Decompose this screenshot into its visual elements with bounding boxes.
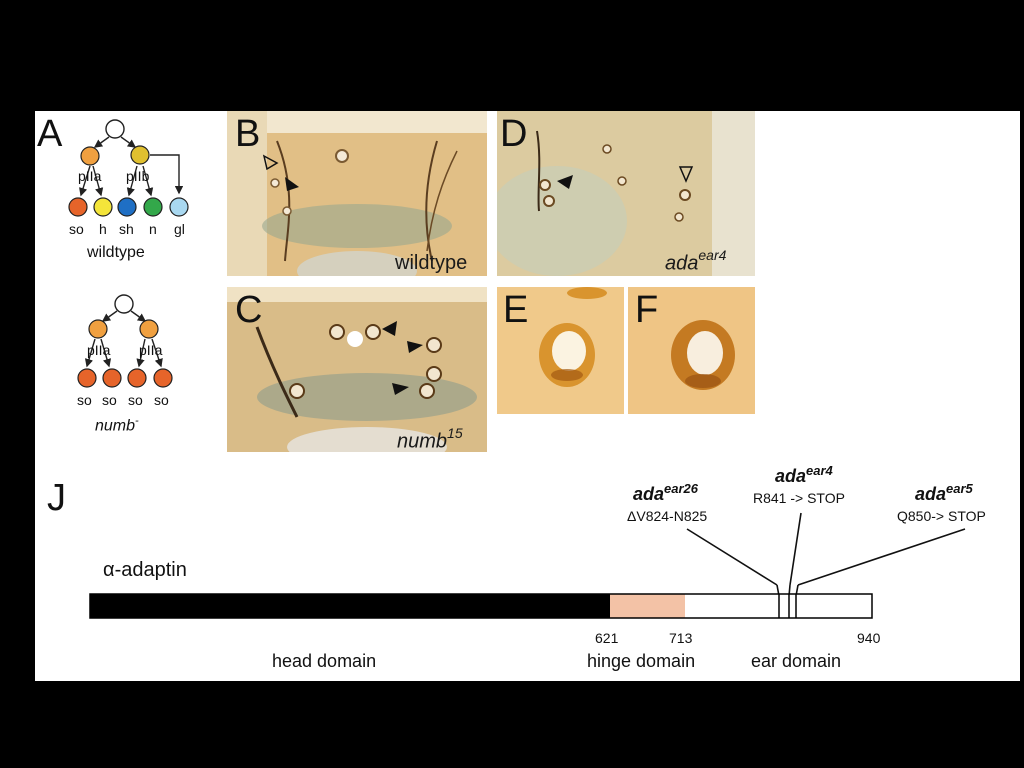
photo-panel-e — [497, 287, 624, 414]
gl-label: gl — [174, 221, 185, 237]
piib-cell — [130, 145, 150, 165]
numb-so-cell-2 — [102, 368, 122, 388]
panel-letter-e: E — [503, 289, 529, 331]
photo-panel-c: numb15 — [227, 287, 487, 452]
panel-c-label: numb15 — [397, 425, 463, 452]
numb-so-cell-4 — [153, 368, 173, 388]
domain-map — [89, 512, 966, 619]
panel-letter-d: D — [500, 113, 528, 155]
so-cell — [68, 197, 88, 217]
numb-so-label-3: so — [128, 392, 143, 408]
numb-piia-label-2: pIIa — [139, 342, 163, 358]
hinge-domain-label: hinge domain — [587, 651, 696, 671]
mutation-ear4-title: adaear4 — [775, 463, 833, 486]
figure: A — [35, 111, 1020, 681]
head-domain-bar — [90, 594, 610, 618]
wildtype-lineage — [68, 119, 189, 217]
gl-cell — [169, 197, 189, 217]
root-cell — [105, 119, 125, 139]
mutation-ear5-desc: Q850-> STOP — [897, 508, 986, 524]
position-621: 621 — [595, 630, 619, 646]
position-713: 713 — [669, 630, 693, 646]
numb-so-cell-1 — [77, 368, 97, 388]
wildtype-caption: wildtype — [87, 244, 145, 261]
panel-letter-f: F — [635, 289, 659, 331]
numb-so-cell-3 — [127, 368, 147, 388]
panel-d-label: adaear4 — [665, 247, 727, 275]
numb-so-label-1: so — [77, 392, 92, 408]
h-label: h — [99, 221, 107, 237]
protein-outline — [89, 593, 873, 619]
panel-letter-a: A — [37, 113, 63, 155]
numb-caption: numb- — [95, 415, 139, 435]
head-domain-label: head domain — [272, 651, 377, 671]
photo-panel-b: wildtype — [227, 111, 487, 276]
hinge-domain-bar — [610, 594, 685, 618]
photo-panel-d: adaear4 — [497, 111, 755, 276]
numb-lineage — [77, 294, 173, 388]
piia-label: pIIa — [78, 168, 102, 184]
n-label: n — [149, 221, 157, 237]
piib-label: pIIb — [126, 168, 150, 184]
panel-letter-j: J — [47, 477, 66, 519]
numb-piia-cell-1 — [88, 319, 108, 339]
numb-so-label-2: so — [102, 392, 117, 408]
panel-letter-c: C — [235, 289, 263, 331]
numb-piia-cell-2 — [139, 319, 159, 339]
sh-label: sh — [119, 221, 134, 237]
h-cell — [93, 197, 113, 217]
panel-b-label: wildtype — [395, 252, 468, 274]
protein-name: α-adaptin — [103, 559, 187, 581]
position-940: 940 — [857, 630, 881, 646]
piia-cell — [80, 146, 100, 166]
mutation-ear26-desc: ΔV824-N825 — [627, 508, 708, 524]
photo-panel-f — [628, 287, 755, 414]
n-cell — [143, 197, 163, 217]
mutation-ear5-title: adaear5 — [915, 481, 973, 504]
numb-piia-label-1: pIIa — [87, 342, 111, 358]
mutation-ear26-title: adaear26 — [633, 481, 699, 504]
numb-so-label-4: so — [154, 392, 169, 408]
panel-letter-b: B — [235, 113, 261, 155]
ear-domain-label: ear domain — [751, 651, 842, 671]
numb-root-cell — [114, 294, 134, 314]
mutation-ear4-desc: R841 -> STOP — [753, 490, 845, 506]
sh-cell — [117, 197, 137, 217]
so-label: so — [69, 221, 84, 237]
lineage-diagram — [68, 119, 189, 388]
